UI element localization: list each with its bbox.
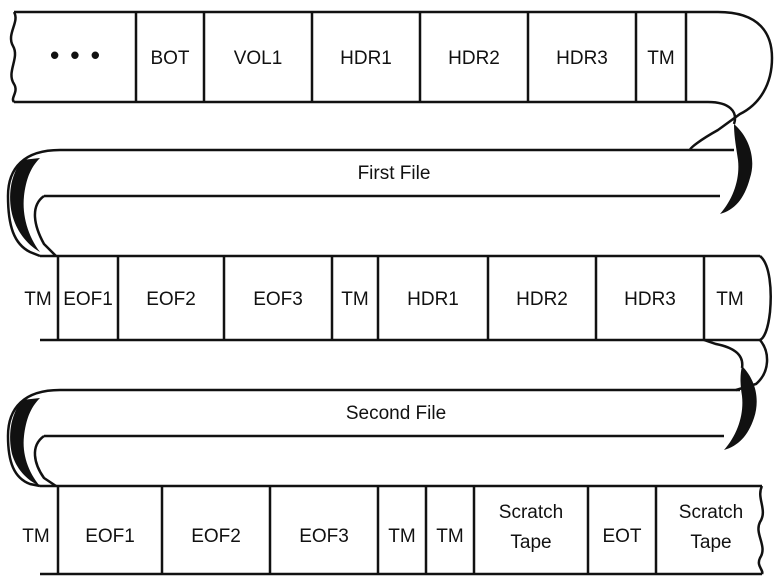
tape-band-1 — [44, 148, 734, 198]
cell-tm: TM — [24, 289, 51, 310]
cell-eof2: EOF2 — [146, 289, 196, 310]
torn-edge-left — [9, 11, 17, 103]
row2-labels: TM EOF1 EOF2 EOF3 TM HDR1 HDR2 HDR3 TM — [24, 289, 743, 310]
tape-curl-shade-left-1 — [10, 158, 40, 252]
tape-curl-shade-left-2 — [10, 398, 40, 486]
tape-row-1 — [9, 10, 688, 104]
cell-eof1: EOF1 — [63, 289, 113, 310]
tape-row-3 — [40, 484, 765, 576]
cell-eof1: EOF1 — [85, 526, 135, 547]
cell-tm: TM — [716, 289, 743, 310]
tape-curl-right-1 — [686, 10, 774, 151]
cell-hdr3: HDR3 — [556, 48, 608, 69]
cell-hdr2: HDR2 — [448, 48, 500, 69]
torn-edge-right — [757, 485, 765, 575]
cell-hdr1: HDR1 — [340, 48, 392, 69]
cell-eot: EOT — [602, 526, 641, 547]
band-label-first-file: First File — [358, 163, 431, 184]
cell-hdr3: HDR3 — [624, 289, 676, 310]
tape-row-2 — [40, 254, 760, 342]
cell-ellipsis: • • • — [50, 40, 102, 70]
tape-curl-right-2 — [703, 255, 772, 392]
band-label-second-file: Second File — [346, 403, 446, 424]
cell-tm: TM — [341, 289, 368, 310]
cell-tm: TM — [436, 526, 463, 547]
tape-band-2 — [44, 388, 740, 438]
cell-eof2: EOF2 — [191, 526, 241, 547]
cell-hdr2: HDR2 — [516, 289, 568, 310]
tape-curl-shade-right-1 — [720, 124, 753, 214]
cell-tm: TM — [647, 48, 674, 69]
cell-bot: BOT — [150, 48, 189, 69]
cell-eof3: EOF3 — [299, 526, 349, 547]
cell-vol1: VOL1 — [234, 48, 283, 69]
tape-curl-left-1 — [6, 148, 61, 258]
cell-tm: TM — [22, 526, 49, 547]
cell-hdr1: HDR1 — [407, 289, 459, 310]
cell-tm: TM — [388, 526, 415, 547]
row1-labels: • • • BOT VOL1 HDR1 HDR2 HDR3 TM — [50, 40, 675, 70]
tape-curl-left-2 — [6, 388, 61, 488]
cell-eof3: EOF3 — [253, 289, 303, 310]
tape-curl-shade-right-2 — [724, 366, 757, 450]
